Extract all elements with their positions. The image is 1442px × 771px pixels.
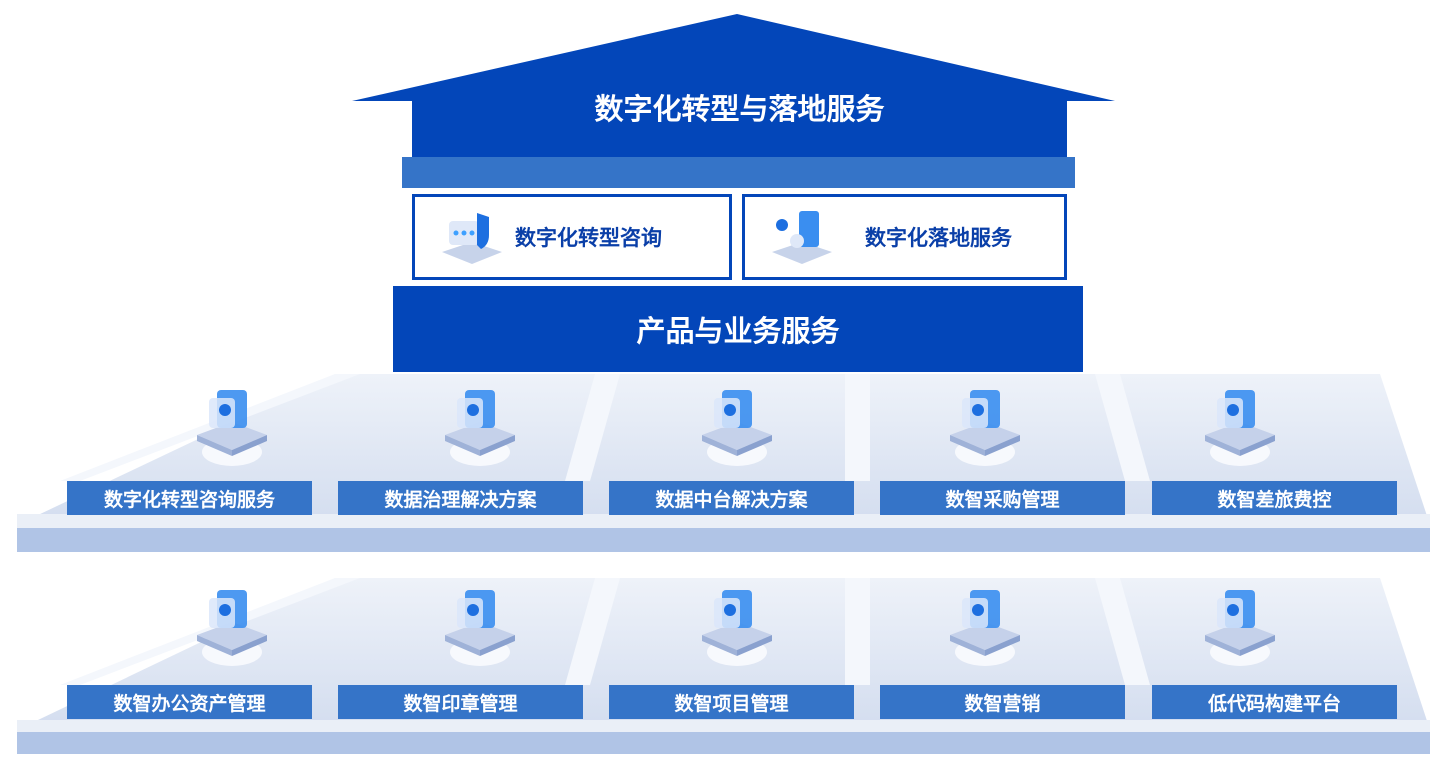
lowcode-icon	[1195, 580, 1285, 666]
roof-title: 数字化转型与落地服务	[594, 92, 885, 126]
service-label: 数字化转型咨询	[515, 226, 662, 250]
service-label: 数字化落地服务	[865, 226, 1012, 250]
service-box-implementation[interactable]: 数字化落地服务	[742, 194, 1067, 280]
tile-label[interactable]: 数智项目管理	[609, 685, 854, 719]
roof-band	[402, 157, 1075, 188]
product-bar-title: 产品与业务服务	[636, 314, 840, 348]
tile-label[interactable]: 数智办公资产管理	[67, 685, 312, 719]
tile-label[interactable]: 数字化转型咨询服务	[67, 481, 312, 515]
data-search-icon	[435, 380, 525, 466]
tile-label[interactable]: 数智营销	[880, 685, 1125, 719]
phone-service-icon	[772, 211, 832, 264]
roof-shape	[352, 14, 1115, 158]
service-box-consulting[interactable]: 数字化转型咨询	[412, 194, 732, 280]
tile-label[interactable]: 数智采购管理	[880, 481, 1125, 515]
tile-label[interactable]: 数据中台解决方案	[609, 481, 854, 515]
seal-icon	[435, 580, 525, 666]
product-bar: 产品与业务服务	[393, 286, 1083, 372]
tile-label[interactable]: 数据治理解决方案	[338, 481, 583, 515]
tile-label[interactable]: 低代码构建平台	[1152, 685, 1397, 719]
data-platform-icon	[692, 380, 782, 466]
tile-label[interactable]: 数智印章管理	[338, 685, 583, 719]
marketing-icon	[940, 580, 1030, 666]
travel-expense-icon	[1195, 380, 1285, 466]
project-icon	[692, 580, 782, 666]
user-consult-icon	[187, 380, 277, 466]
procurement-icon	[940, 380, 1030, 466]
chat-shield-icon	[442, 213, 502, 264]
tile-label[interactable]: 数智差旅费控	[1152, 481, 1397, 515]
office-asset-icon	[187, 580, 277, 666]
